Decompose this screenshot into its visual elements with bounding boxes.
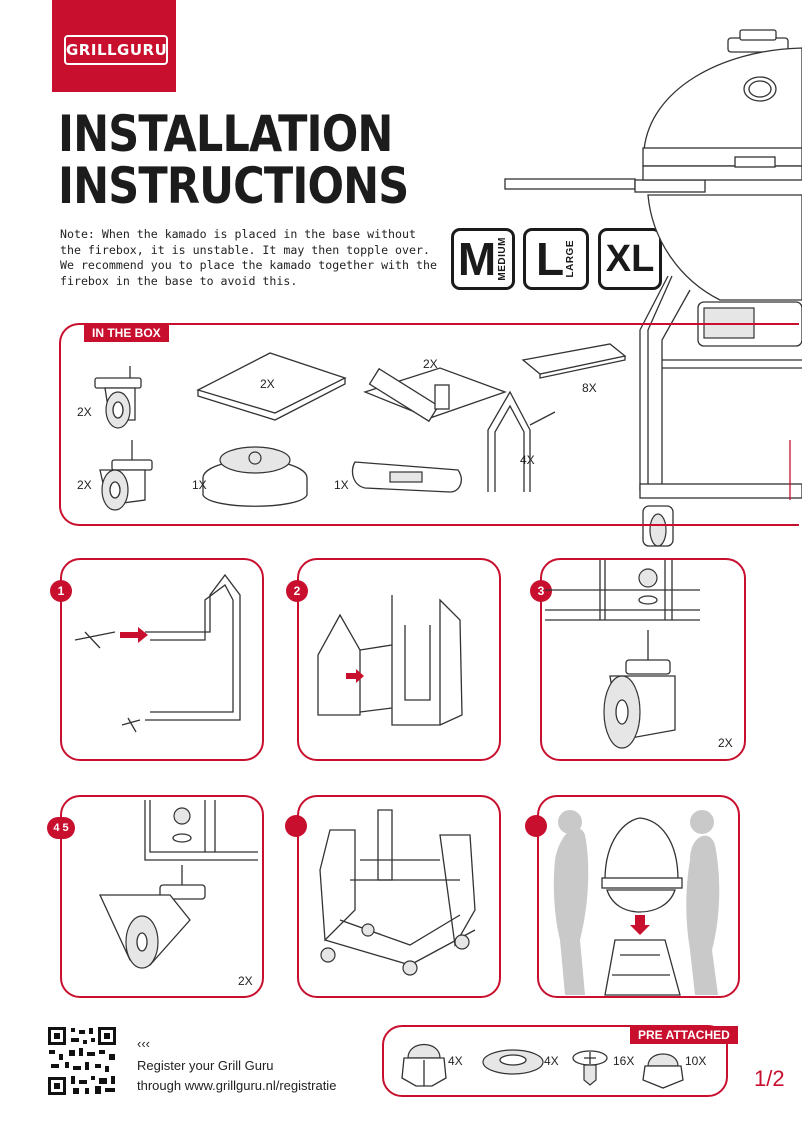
- step-3-panel: [540, 558, 746, 761]
- qty-handle-bar: 1X: [334, 478, 349, 492]
- title-line-1: INSTALLATION: [58, 105, 393, 163]
- size-letter: L: [535, 233, 565, 285]
- step-7-panel: [537, 795, 740, 998]
- step-1-illustration: [74, 573, 241, 733]
- step-2-number: 2: [286, 580, 308, 602]
- step-6-illustration: [319, 809, 476, 976]
- size-badge-large: L LARGE: [523, 228, 589, 290]
- step-3-qty: 2X: [718, 736, 733, 750]
- in-the-box-parts: [94, 343, 627, 511]
- qty-shelf-plate: 2X: [260, 377, 275, 391]
- step-6-number: [285, 815, 307, 837]
- register-link[interactable]: through www.grillguru.nl/registratie: [137, 1078, 337, 1093]
- kamado-grill-illustration: [504, 29, 802, 547]
- brand-logo: GRILLGURU: [64, 35, 168, 65]
- step-3-number: 3: [530, 580, 552, 602]
- qty-vent-top: 1X: [192, 478, 207, 492]
- qty-caster-wheel: 2X: [77, 405, 92, 419]
- in-the-box-label: IN THE BOX: [84, 324, 169, 342]
- page-title: INSTALLATION INSTRUCTIONS: [58, 105, 409, 215]
- qty-cap-nut: 4X: [448, 1054, 463, 1068]
- pre-attached-label: PRE ATTACHED: [630, 1026, 738, 1044]
- qr-code-icon: [47, 1026, 117, 1096]
- step-2-panel: [297, 558, 501, 761]
- step-3-illustration: [545, 560, 700, 749]
- qty-leg-frame: 4X: [520, 453, 535, 467]
- qty-screw: 16X: [613, 1054, 635, 1068]
- step-4-5-panel: [60, 795, 264, 998]
- brand-logo-background: [52, 0, 176, 92]
- screw-icon: [572, 1050, 608, 1086]
- step-4-5-illustration: [98, 800, 258, 969]
- step-4-5-number: 4 5: [47, 817, 75, 839]
- stability-note: Note: When the kamado is placed in the b…: [60, 227, 437, 288]
- step-6-panel: [297, 795, 501, 998]
- qty-washer: 4X: [544, 1054, 559, 1068]
- step-2-illustration: [317, 595, 463, 726]
- step-4-5-qty: 2X: [238, 974, 253, 988]
- size-letter: M: [457, 233, 497, 285]
- register-arrows: ‹‹‹: [137, 1036, 150, 1051]
- dome-nut-icon: [642, 1053, 684, 1089]
- caster-wheel-part: [94, 366, 142, 429]
- step-7-illustration: [553, 810, 720, 996]
- pre-attached-panel: [382, 1025, 728, 1097]
- qty-dome-nut: 10X: [685, 1054, 707, 1068]
- cap-nut-icon: [401, 1044, 447, 1087]
- qty-locking-caster: 2X: [77, 478, 92, 492]
- step-1-number: 1: [50, 580, 72, 602]
- size-letter: XL: [605, 238, 655, 280]
- register-line-1: Register your Grill Guru: [137, 1058, 274, 1073]
- step-7-number: [525, 815, 547, 837]
- size-badge-medium: M MEDIUM: [451, 228, 515, 290]
- step-1-panel: [60, 558, 264, 761]
- qty-foot-pad: 8X: [582, 381, 597, 395]
- page-number: 1/2: [754, 1066, 785, 1091]
- in-the-box-panel: [59, 323, 799, 526]
- washer-icon: [482, 1049, 544, 1075]
- size-badge-xl: XL: [598, 228, 662, 290]
- title-line-2: INSTRUCTIONS: [58, 157, 409, 215]
- qty-cross-bracket: 2X: [423, 357, 438, 371]
- locking-caster-wheel-part: [99, 440, 153, 511]
